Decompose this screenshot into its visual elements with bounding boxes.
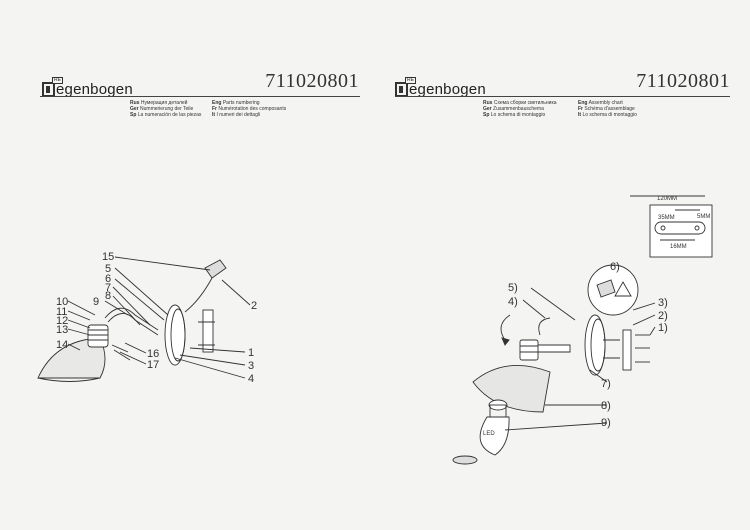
- exploded-parts-diagram: 15 5 6 7 8 9 10 11 12 13 14 16 17 2 1 3 …: [37, 251, 257, 385]
- led-label: LED: [483, 431, 495, 437]
- language-legend: Rus Схема сборки светильника Eng Assembl…: [483, 100, 668, 118]
- dimension-inset: [649, 204, 713, 258]
- lang-sp: Sp La numeración de las piezas: [130, 112, 202, 118]
- lang-eng: Eng Parts numbering: [212, 100, 260, 106]
- lang-eng: Eng Assembly chart: [578, 100, 623, 106]
- step-label-5: 5): [508, 282, 518, 294]
- lang-it: It Lo schema di montaggio: [578, 112, 637, 118]
- assembly-diagram: 120MM 35MM 5MM 16MM LED 6) 5) 4) 3) 2) 1…: [452, 195, 713, 465]
- product-code: 711020801: [265, 70, 359, 92]
- part-label-5: 5: [105, 263, 111, 275]
- part-label-6: 6: [105, 273, 111, 285]
- part-label-15: 15: [102, 251, 114, 263]
- lang-fr: Fr Numérotation des composants: [212, 106, 287, 112]
- step-label-1: 1): [658, 322, 668, 334]
- step-label-3: 3): [658, 297, 668, 309]
- part-label-2: 2: [251, 300, 257, 312]
- brand-name: egenbogen: [56, 81, 133, 98]
- mounting-plate-drawing: [202, 309, 214, 353]
- terminal-block-drawing: [204, 259, 227, 279]
- depth-label: 16MM: [670, 244, 687, 250]
- diameter-label: 120MM: [657, 196, 677, 202]
- part-label-4: 4: [248, 373, 254, 385]
- part-label-1: 1: [248, 347, 254, 359]
- step-label-9: 9): [601, 417, 611, 429]
- part-label-13: 13: [56, 324, 68, 336]
- logo-mini-text: RE: [52, 77, 63, 84]
- led-bulb-drawing: [479, 416, 510, 456]
- width-label: 35MM: [658, 215, 675, 221]
- part-label-11: 11: [56, 306, 67, 318]
- lang-it: It I numeri dei dettagli: [212, 112, 261, 118]
- part-label-9: 9: [93, 296, 99, 308]
- brand-logo: RE egenbogen: [395, 77, 486, 98]
- part-label-17: 17: [147, 359, 159, 371]
- brand-name: egenbogen: [409, 81, 486, 98]
- step-label-6: 6): [610, 261, 620, 273]
- step-label-4: 4): [508, 296, 518, 308]
- step-label-2: 2): [658, 310, 668, 322]
- step-label-7: 7): [601, 378, 611, 390]
- product-code: 711020801: [636, 70, 730, 92]
- lang-rus: Rus Нумерация деталей: [130, 100, 188, 106]
- header-divider: [395, 96, 730, 97]
- shade-drawing: [472, 364, 551, 413]
- part-label-8: 8: [105, 290, 111, 302]
- logo-mini-text: RE: [405, 77, 416, 84]
- lang-sp: Sp Lo schema di montaggio: [483, 112, 546, 118]
- part-label-7: 7: [105, 282, 111, 294]
- step-label-8: 8): [601, 400, 611, 412]
- parts-numbering-page: RE egenbogen 711020801 Rus Нумерация дет…: [37, 70, 360, 385]
- height-label: 5MM: [697, 214, 710, 220]
- lang-ger: Ger Zusammenbauschema: [483, 106, 544, 112]
- lang-ger: Ger Nummerierung der Teile: [130, 106, 194, 112]
- assembly-chart-page: RE egenbogen 711020801 Rus Схема сборки …: [375, 0, 750, 530]
- part-label-16: 16: [147, 348, 159, 360]
- lang-rus: Rus Схема сборки светильника: [483, 100, 557, 106]
- warning-icon: [614, 281, 632, 297]
- language-legend: Rus Нумерация деталей Eng Parts numberin…: [130, 100, 302, 118]
- part-label-14: 14: [56, 339, 68, 351]
- part-label-12: 12: [56, 315, 68, 327]
- part-label-3: 3: [248, 360, 254, 372]
- header-divider: [40, 96, 360, 97]
- lang-fr: Fr Schéma d'assemblage: [578, 106, 635, 112]
- part-label-10: 10: [56, 296, 68, 308]
- socket-drawing: [87, 324, 109, 348]
